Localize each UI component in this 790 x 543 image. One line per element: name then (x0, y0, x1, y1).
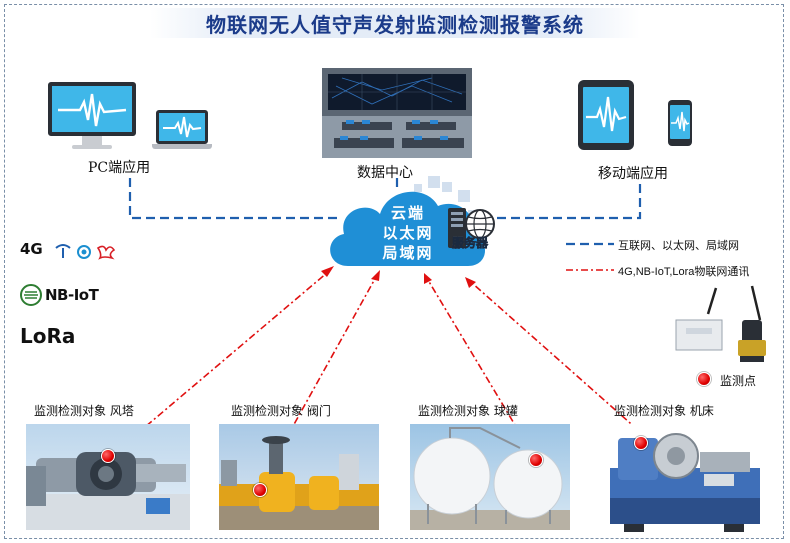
china-unicom-icon (96, 245, 116, 260)
page-title: 物联网无人值守声发射监测检测报警系统 (206, 12, 584, 37)
cloud-line-1: 云端 (390, 204, 425, 222)
target-label-tank: 监测检测对象 球罐 (418, 404, 518, 418)
datacenter-label: 数据中心 (357, 165, 413, 181)
pc-label: PC端应用 (88, 160, 151, 176)
legend-wireless-label: 4G,NB-IoT,Lora物联网通讯 (618, 266, 750, 278)
monitor-point-lathe (634, 436, 648, 450)
china-mobile-icon (77, 245, 91, 259)
server-icon (448, 208, 495, 248)
nbiot-icon (20, 284, 42, 306)
server-label: 服务器 (452, 236, 489, 251)
protocol-icons: 4G NB-IoT LoRa (20, 236, 130, 348)
arrowhead-windtower (321, 266, 334, 277)
arrowhead-tank (424, 273, 432, 284)
title-bar: 物联网无人值守声发射监测检测报警系统 (0, 0, 790, 46)
mobile-label: 移动端应用 (598, 166, 668, 182)
target-label-windtower: 监测检测对象 风塔 (34, 404, 134, 418)
fourg-logo: 4G (20, 240, 43, 258)
tablet (578, 80, 634, 150)
diagram-frame (4, 4, 784, 539)
waveform-icon (671, 111, 690, 132)
datacenter-photo (322, 68, 472, 158)
china-telecom-icon (55, 244, 71, 258)
sensor-device (668, 284, 776, 364)
monitor-point-valve (253, 483, 267, 497)
lora-logo: LoRa (20, 324, 76, 348)
monitor-point-windtower (101, 449, 115, 463)
desktop-monitor (48, 82, 136, 150)
waveform-icon (586, 96, 627, 132)
arrowhead-valve (371, 270, 380, 281)
phone (668, 100, 692, 146)
valve-photo (219, 424, 379, 530)
legend-point-icon (697, 372, 711, 386)
carrier-logos (55, 244, 116, 260)
legend-point-label: 监测点 (720, 374, 757, 388)
wired-line-pc (128, 178, 340, 220)
wireless-line-lathe (471, 282, 639, 431)
arrowhead-lathe (465, 277, 476, 288)
cloud-hub: 云端 以太网 局域网 (318, 170, 508, 280)
wired-line-mobile (495, 184, 642, 220)
legend-wired-label: 互联网、以太网、局域网 (618, 240, 739, 252)
server-node: 服务器 (446, 206, 498, 252)
tank-photo (410, 424, 570, 530)
laptop (152, 110, 212, 152)
lathe-photo (604, 424, 774, 534)
waveform-icon (163, 116, 202, 138)
monitor-point-tank (529, 453, 543, 467)
cloud-line-3: 局域网 (382, 244, 434, 262)
windtower-photo (26, 424, 190, 530)
waveform-icon (58, 93, 127, 127)
nbiot-logo: NB-IoT (45, 286, 99, 304)
target-label-lathe: 监测检测对象 机床 (614, 404, 714, 418)
cloud-line-2: 以太网 (382, 224, 434, 242)
target-label-valve: 监测检测对象 阀门 (231, 404, 331, 418)
